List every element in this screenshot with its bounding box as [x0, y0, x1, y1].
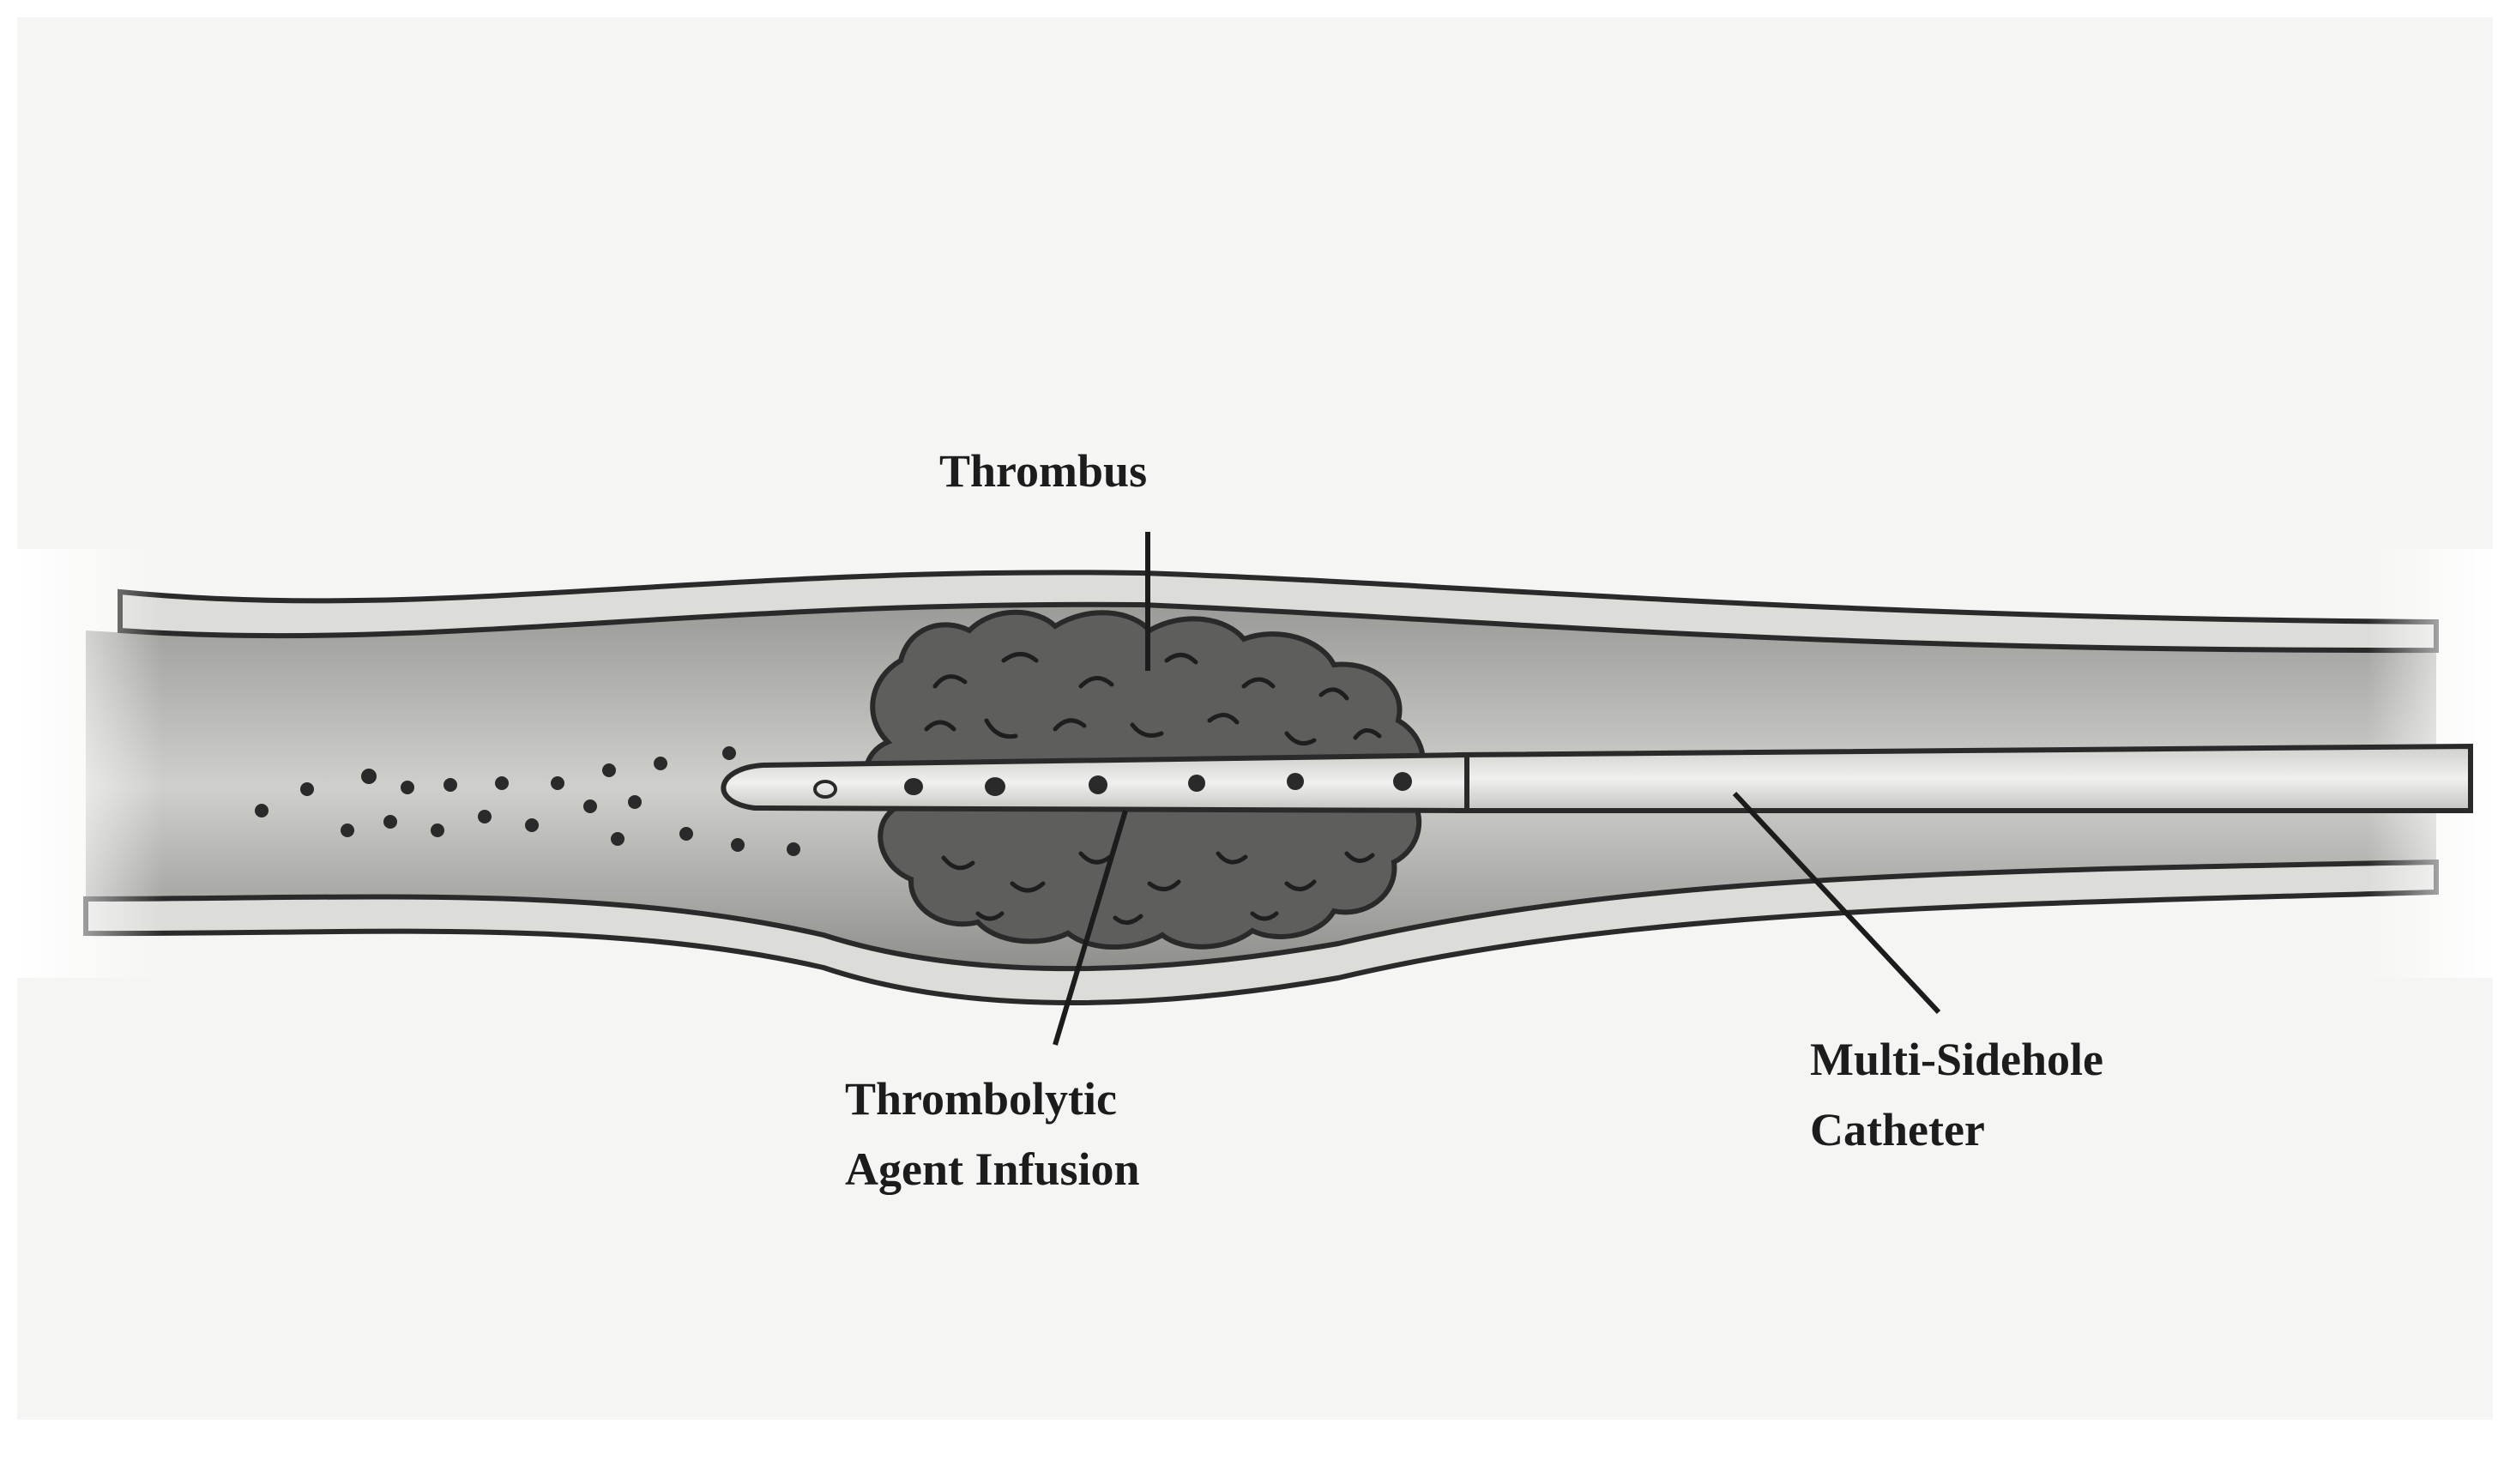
catheter-label-line1: Multi-Sidehole — [1810, 1034, 2104, 1085]
catheter-label: Multi-Sidehole Catheter — [1810, 1024, 2103, 1165]
infusion-droplets — [255, 746, 800, 856]
fade-left — [17, 549, 163, 978]
catheter-sideholes — [813, 772, 1412, 799]
thrombus-label: Thrombus — [939, 436, 1147, 506]
thrombolytic-infusion-label: Thrombolytic Agent Infusion — [845, 1064, 1140, 1204]
catheter-shaft — [1456, 743, 2473, 813]
thrombus-texture — [924, 652, 1382, 925]
catheter-leader-line — [1732, 791, 1941, 1015]
infusion-label-line2: Agent Infusion — [845, 1143, 1140, 1195]
infusion-leader-line — [1053, 810, 1128, 1046]
catheter-label-line2: Catheter — [1810, 1104, 1985, 1155]
thrombus-label-text: Thrombus — [939, 445, 1148, 497]
infusion-label-line1: Thrombolytic — [845, 1073, 1118, 1125]
